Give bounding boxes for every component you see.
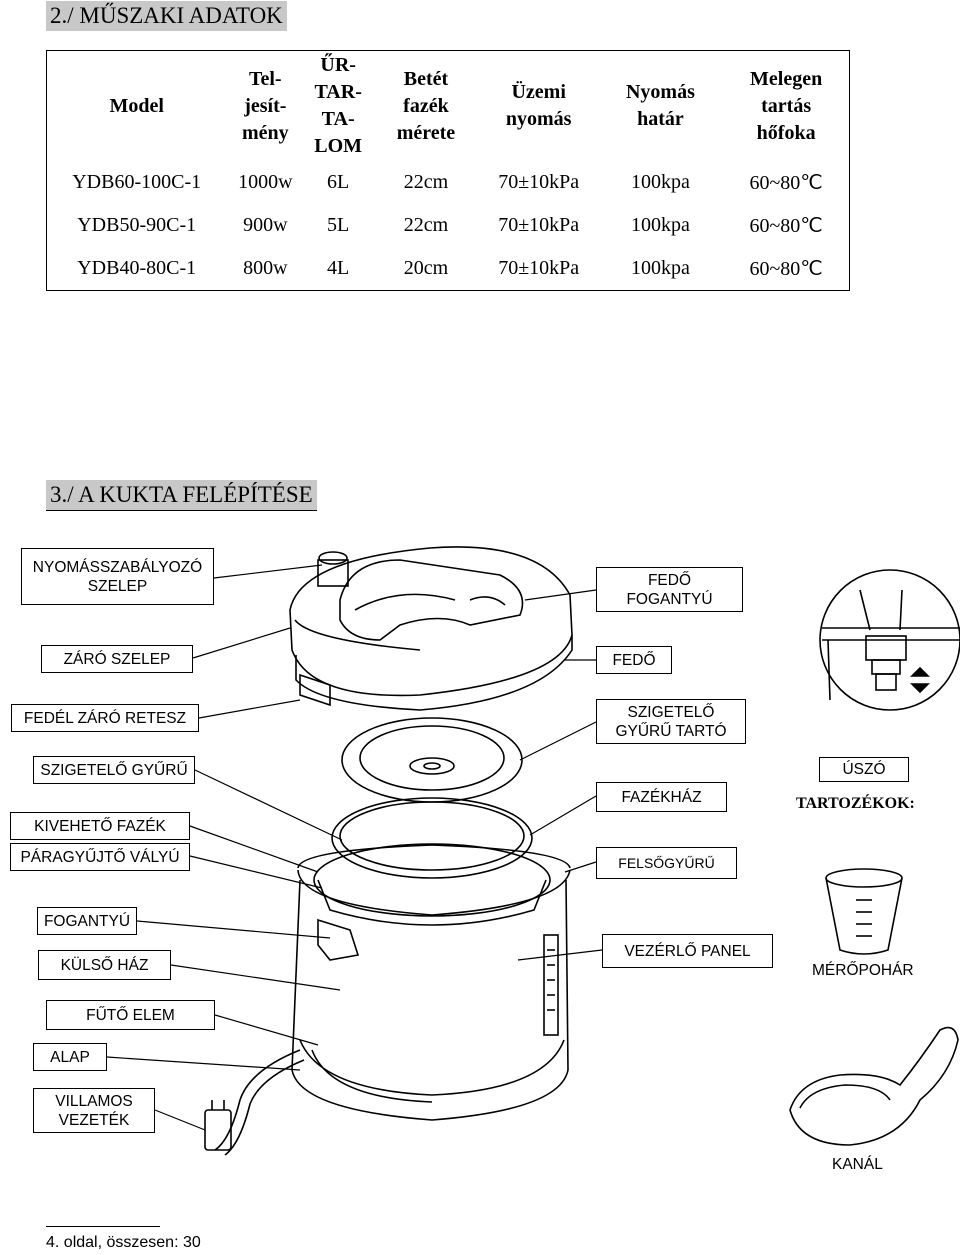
leader-lines (106, 564, 603, 1131)
cell-operating-pressure: 70±10kPa (498, 257, 580, 279)
spoon-drawing (789, 1026, 959, 1146)
accessories-title: TARTOZÉKOK: (796, 795, 915, 812)
table-row: YDB40-80C-1 800w 4L 20cm 70±10kPa 100kpa… (47, 247, 850, 291)
cell-capacity: 4L (327, 257, 350, 279)
label-power-cord: VILLAMOS VEZETÉK (33, 1088, 155, 1133)
seal-ring-holder-drawing (341, 717, 523, 803)
table-row: YDB50-90C-1 900w 5L 22cm 70±10kPa 100kpa… (47, 204, 850, 247)
label-pressure-valve: NYOMÁSSZABÁLYOZÓ SZELEP (21, 548, 214, 605)
cell-keep-warm-temp: 60~80℃ (749, 215, 823, 237)
spec-table: Model Tel- jesít- mény ŰR- TAR- TA- LOM … (46, 50, 850, 291)
label-upper-ring: FELSŐGYŰRŰ (596, 847, 737, 879)
power-cord-drawing (204, 1049, 305, 1156)
cell-pot-size: 22cm (403, 214, 449, 236)
cell-operating-pressure: 70±10kPa (498, 214, 580, 236)
label-heating-element: FŰTŐ ELEM (46, 1000, 215, 1030)
label-base: ALAP (33, 1043, 107, 1071)
label-lid: FEDŐ (596, 646, 672, 674)
label-lock-valve: ZÁRÓ SZELEP (41, 645, 193, 673)
cell-pot-size: 20cm (403, 257, 449, 279)
cell-keep-warm-temp: 60~80℃ (749, 172, 823, 194)
label-float: ÚSZÓ (819, 757, 909, 782)
cell-pressure-limit: 100kpa (630, 257, 690, 279)
label-inner-pot: KIVEHETŐ FAZÉK (10, 812, 190, 840)
cell-pot-size: 22cm (403, 171, 449, 193)
section-title-technical-data: 2./ MŰSZAKI ADATOK (46, 1, 287, 31)
cell-power: 1000w (238, 171, 293, 193)
cell-keep-warm-temp: 60~80℃ (749, 258, 823, 280)
cell-capacity: 5L (327, 214, 350, 236)
lid-drawing (289, 546, 573, 711)
col-header-pressure-limit: Nyomás határ (625, 81, 695, 130)
seal-ring-drawing (331, 797, 533, 879)
cell-power: 800w (243, 257, 288, 279)
label-measuring-cup: MÉRŐPOHÁR (812, 962, 914, 979)
label-seal-ring: SZIGETELŐ GYŰRŰ (33, 756, 195, 784)
label-lid-latch: FEDÉL ZÁRÓ RETESZ (11, 704, 199, 732)
section-title-construction: 3./ A KUKTA FELÉPÍTÉSE (46, 480, 317, 511)
label-condensate-tray: PÁRAGYŰJTŐ VÁLYÚ (10, 843, 190, 871)
float-detail-drawing (819, 569, 960, 711)
label-spoon: KANÁL (832, 1156, 883, 1173)
col-header-model: Model (109, 94, 164, 117)
cell-model: YDB50-90C-1 (77, 214, 197, 236)
col-header-keep-warm-temp: Melegen tartás hőfoka (750, 67, 823, 144)
inner-pot-drawing (313, 843, 551, 926)
col-header-pot-size: Betét fazék mérete (396, 67, 456, 144)
cell-model: YDB60-100C-1 (72, 171, 202, 193)
label-handle: FOGANTYÚ (37, 907, 137, 935)
label-outer-housing: KÜLSŐ HÁZ (38, 950, 171, 980)
cell-pressure-limit: 100kpa (630, 214, 690, 236)
cell-operating-pressure: 70±10kPa (498, 171, 580, 193)
cooker-body-drawing (291, 844, 571, 1121)
col-header-power: Tel- jesít- mény (241, 67, 289, 144)
spec-table-header-row: Model Tel- jesít- mény ŰR- TAR- TA- LOM … (47, 51, 850, 162)
cell-pressure-limit: 100kpa (630, 171, 690, 193)
cell-capacity: 6L (327, 171, 350, 193)
cell-model: YDB40-80C-1 (77, 257, 197, 279)
page-footer: 4. oldal, összesen: 30 (46, 1234, 201, 1251)
cell-power: 900w (243, 214, 288, 236)
col-header-operating-pressure: Üzemi nyomás (505, 81, 572, 130)
col-header-capacity: ŰR- TAR- TA- LOM (314, 54, 363, 157)
label-control-panel: VEZÉRLŐ PANEL (602, 934, 773, 968)
label-pot-body: FAZÉKHÁZ (596, 782, 727, 812)
measuring-cup-drawing (825, 868, 903, 955)
footer-divider (46, 1226, 160, 1227)
label-seal-ring-holder: SZIGETELŐ GYŰRŰ TARTÓ (596, 699, 746, 744)
table-row: YDB60-100C-1 1000w 6L 22cm 70±10kPa 100k… (47, 161, 850, 204)
label-lid-handle: FEDŐ FOGANTYÚ (596, 567, 743, 612)
